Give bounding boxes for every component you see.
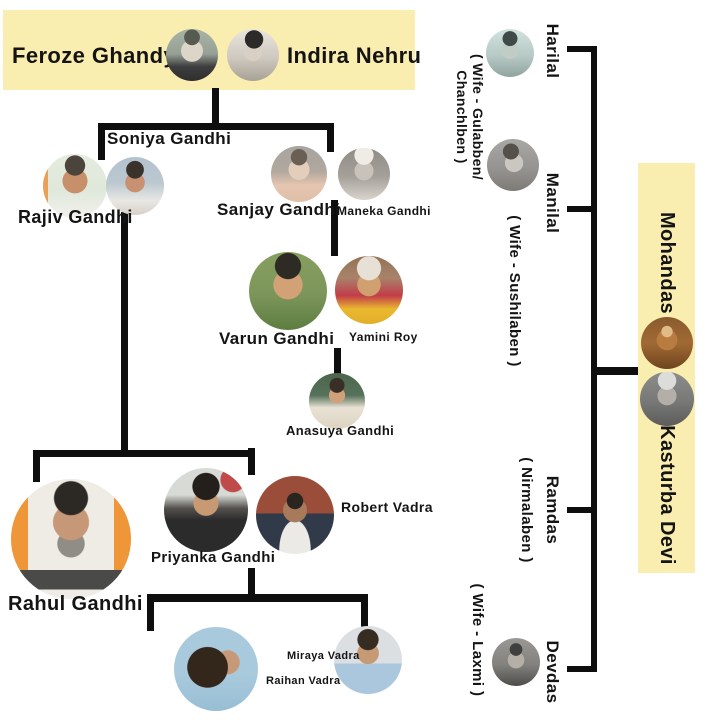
kasturba-devi-photo <box>640 372 694 426</box>
soniya-gandhi-photo <box>106 157 164 215</box>
harilal-photo <box>486 29 534 77</box>
tree-line-varun-descent <box>334 348 341 380</box>
gandhi-tree-harilal-stub <box>567 46 597 52</box>
tree-line-miraya-leg <box>147 594 154 631</box>
tree-line-children-bar <box>98 123 334 130</box>
devdas-photo <box>492 638 540 686</box>
tree-line-rajiv-leg <box>98 123 105 160</box>
rahul-gandhi-label: Rahul Gandhi <box>8 593 143 615</box>
tree-line-rajiv-descent <box>121 212 128 457</box>
miraya-vadra-label: Miraya Vadra <box>287 650 360 662</box>
tree-line-sanjay-descent <box>331 200 338 256</box>
gandhi-tree-devdas-stub <box>567 666 597 672</box>
tree-line-sanjay-leg <box>327 123 334 152</box>
harilal-label: Harilal <box>543 23 562 79</box>
tree-line-banner-stem <box>212 88 219 130</box>
gandhi-tree-manilal-stub <box>567 206 597 212</box>
tree-line-priyanka-leg <box>248 448 255 475</box>
varun-gandhi-photo <box>249 252 327 330</box>
raihan-vadra-label: Raihan Vadra <box>266 675 341 687</box>
manilal-photo <box>487 139 539 191</box>
rajiv-gandhi-photo <box>43 154 107 218</box>
tree-line-raihan-leg <box>361 594 368 631</box>
ramdas-label: Ramdas <box>543 475 562 545</box>
devdas-label: Devdas <box>543 640 562 704</box>
kasturba-devi-label: Kasturba Devi <box>656 425 678 565</box>
mohandas-label: Mohandas <box>656 211 678 315</box>
varun-gandhi-label: Varun Gandhi <box>219 329 335 348</box>
tree-line-rahul-priyanka-bar <box>33 450 255 457</box>
robert-vadra-photo <box>256 476 334 554</box>
indira-nehru-label: Indira Nehru <box>287 43 422 68</box>
sanjay-gandhi-label: Sanjay Gandhi <box>217 200 341 219</box>
tree-line-priyanka-descent <box>248 568 255 598</box>
feroze-ghandy-photo <box>166 29 218 81</box>
soniya-gandhi-label: Soniya Gandhi <box>107 129 232 148</box>
harilal-wife-label: ( Wife - Gulabben/ Chanchlben ) <box>454 53 486 181</box>
gandhi-tree-trunk <box>591 46 597 672</box>
mohandas-photo <box>641 317 693 369</box>
sanjay-gandhi-photo <box>271 146 327 202</box>
feroze-ghandy-label: Feroze Ghandy <box>12 43 177 68</box>
indira-nehru-photo <box>227 29 279 81</box>
robert-vadra-label: Robert Vadra <box>341 499 433 515</box>
priyanka-gandhi-photo <box>164 468 248 552</box>
miraya-vadra-photo <box>174 627 258 711</box>
gandhi-tree-parents-connector <box>597 367 638 375</box>
yamini-roy-label: Yamini Roy <box>349 330 418 344</box>
maneka-gandhi-label: Maneka Gandhi <box>337 204 431 218</box>
rajiv-gandhi-label: Rajiv Gandhi <box>18 207 133 227</box>
rahul-gandhi-photo <box>11 479 131 599</box>
priyanka-gandhi-label: Priyanka Gandhi <box>151 549 276 566</box>
maneka-gandhi-photo <box>338 148 390 200</box>
manilal-wife-label: ( Wife - Sushilaben ) <box>506 215 523 367</box>
tree-line-vadra-kids-bar <box>147 594 368 602</box>
ramdas-wife-label: ( Nirmalaben ) <box>518 457 535 563</box>
devdas-wife-label: ( Wife - Laxmi ) <box>469 583 486 697</box>
yamini-roy-photo <box>335 256 403 324</box>
raihan-vadra-photo <box>334 626 402 694</box>
anasuya-gandhi-label: Anasuya Gandhi <box>286 423 395 438</box>
anasuya-gandhi-photo <box>309 373 365 429</box>
manilal-label: Manilal <box>543 172 562 234</box>
tree-line-rahul-leg <box>33 450 40 482</box>
gandhi-tree-ramdas-stub <box>567 507 597 513</box>
